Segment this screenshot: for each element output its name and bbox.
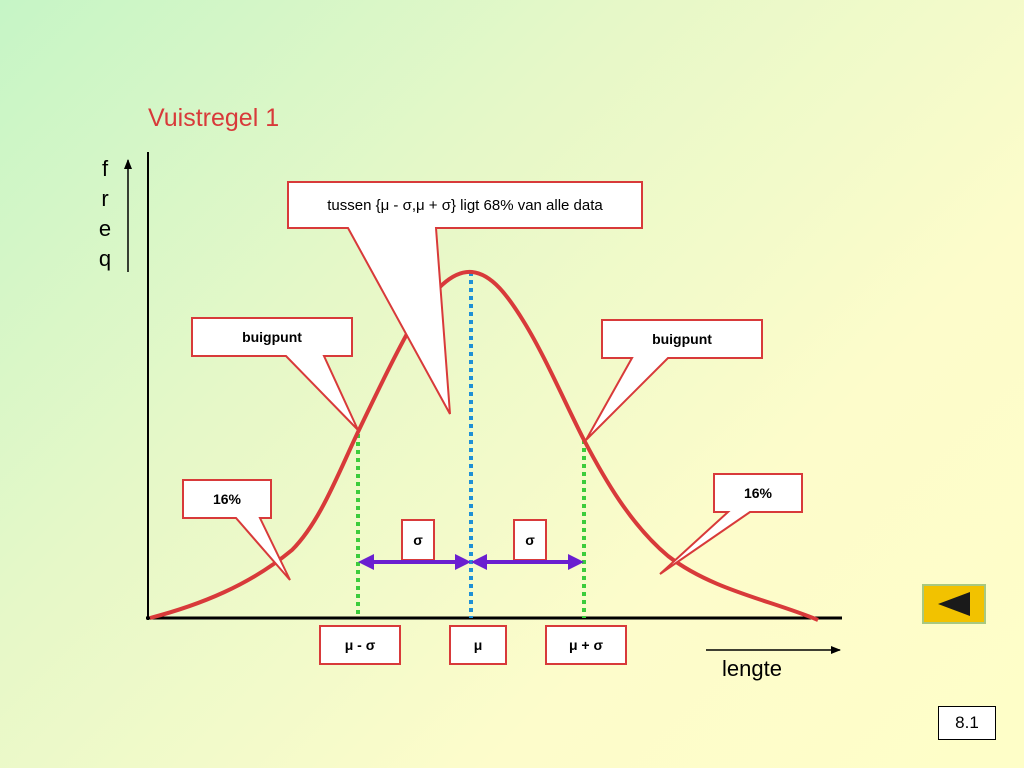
callout-inflection-right [585, 319, 763, 441]
bell-curve [149, 269, 819, 622]
marker-mu-minus-sigma: μ - σ [344, 637, 376, 653]
y-axis-label-letter: q [98, 246, 112, 271]
sigma-label-right: σ [525, 532, 535, 548]
marker-box-mu [449, 625, 507, 665]
x-axis-label: lengte [722, 656, 782, 681]
slide-title: Vuistregel 1 [148, 104, 280, 132]
back-button[interactable] [922, 584, 986, 624]
triangle-left-icon [938, 592, 970, 616]
callout-inflection-left-text: buigpunt [242, 329, 302, 345]
marker-box-mu-plus-sigma [545, 625, 627, 665]
sigma-label-left: σ [413, 532, 423, 548]
slide-number: 8.1 [938, 706, 996, 740]
callout-68-percent-text: tussen {μ - σ,μ + σ} ligt 68% van alle d… [327, 196, 603, 214]
sigma-arrow-left [358, 554, 471, 570]
marker-mu: μ [473, 637, 483, 653]
sigma-box-right [513, 519, 547, 561]
callout-tail-left-text: 16% [212, 491, 242, 507]
sigma-arrow-right [471, 554, 584, 570]
callout-tail-right-text: 16% [743, 485, 773, 501]
callout-inflection-right-text: buigpunt [652, 331, 712, 347]
marker-mu-plus-sigma: μ + σ [568, 637, 604, 653]
y-axis-label-letter: f [101, 156, 109, 181]
callout-inflection-left [191, 317, 359, 431]
callout-tail-left [182, 479, 291, 581]
y-axis-label-letter: r [101, 186, 109, 211]
callout-68-percent [287, 181, 643, 415]
y-axis-label-letter: e [98, 216, 112, 241]
callout-tail-right [659, 473, 803, 575]
sigma-box-left [401, 519, 435, 561]
marker-box-mu-minus-sigma [319, 625, 401, 665]
y-axis-label: f r e q [96, 154, 114, 274]
